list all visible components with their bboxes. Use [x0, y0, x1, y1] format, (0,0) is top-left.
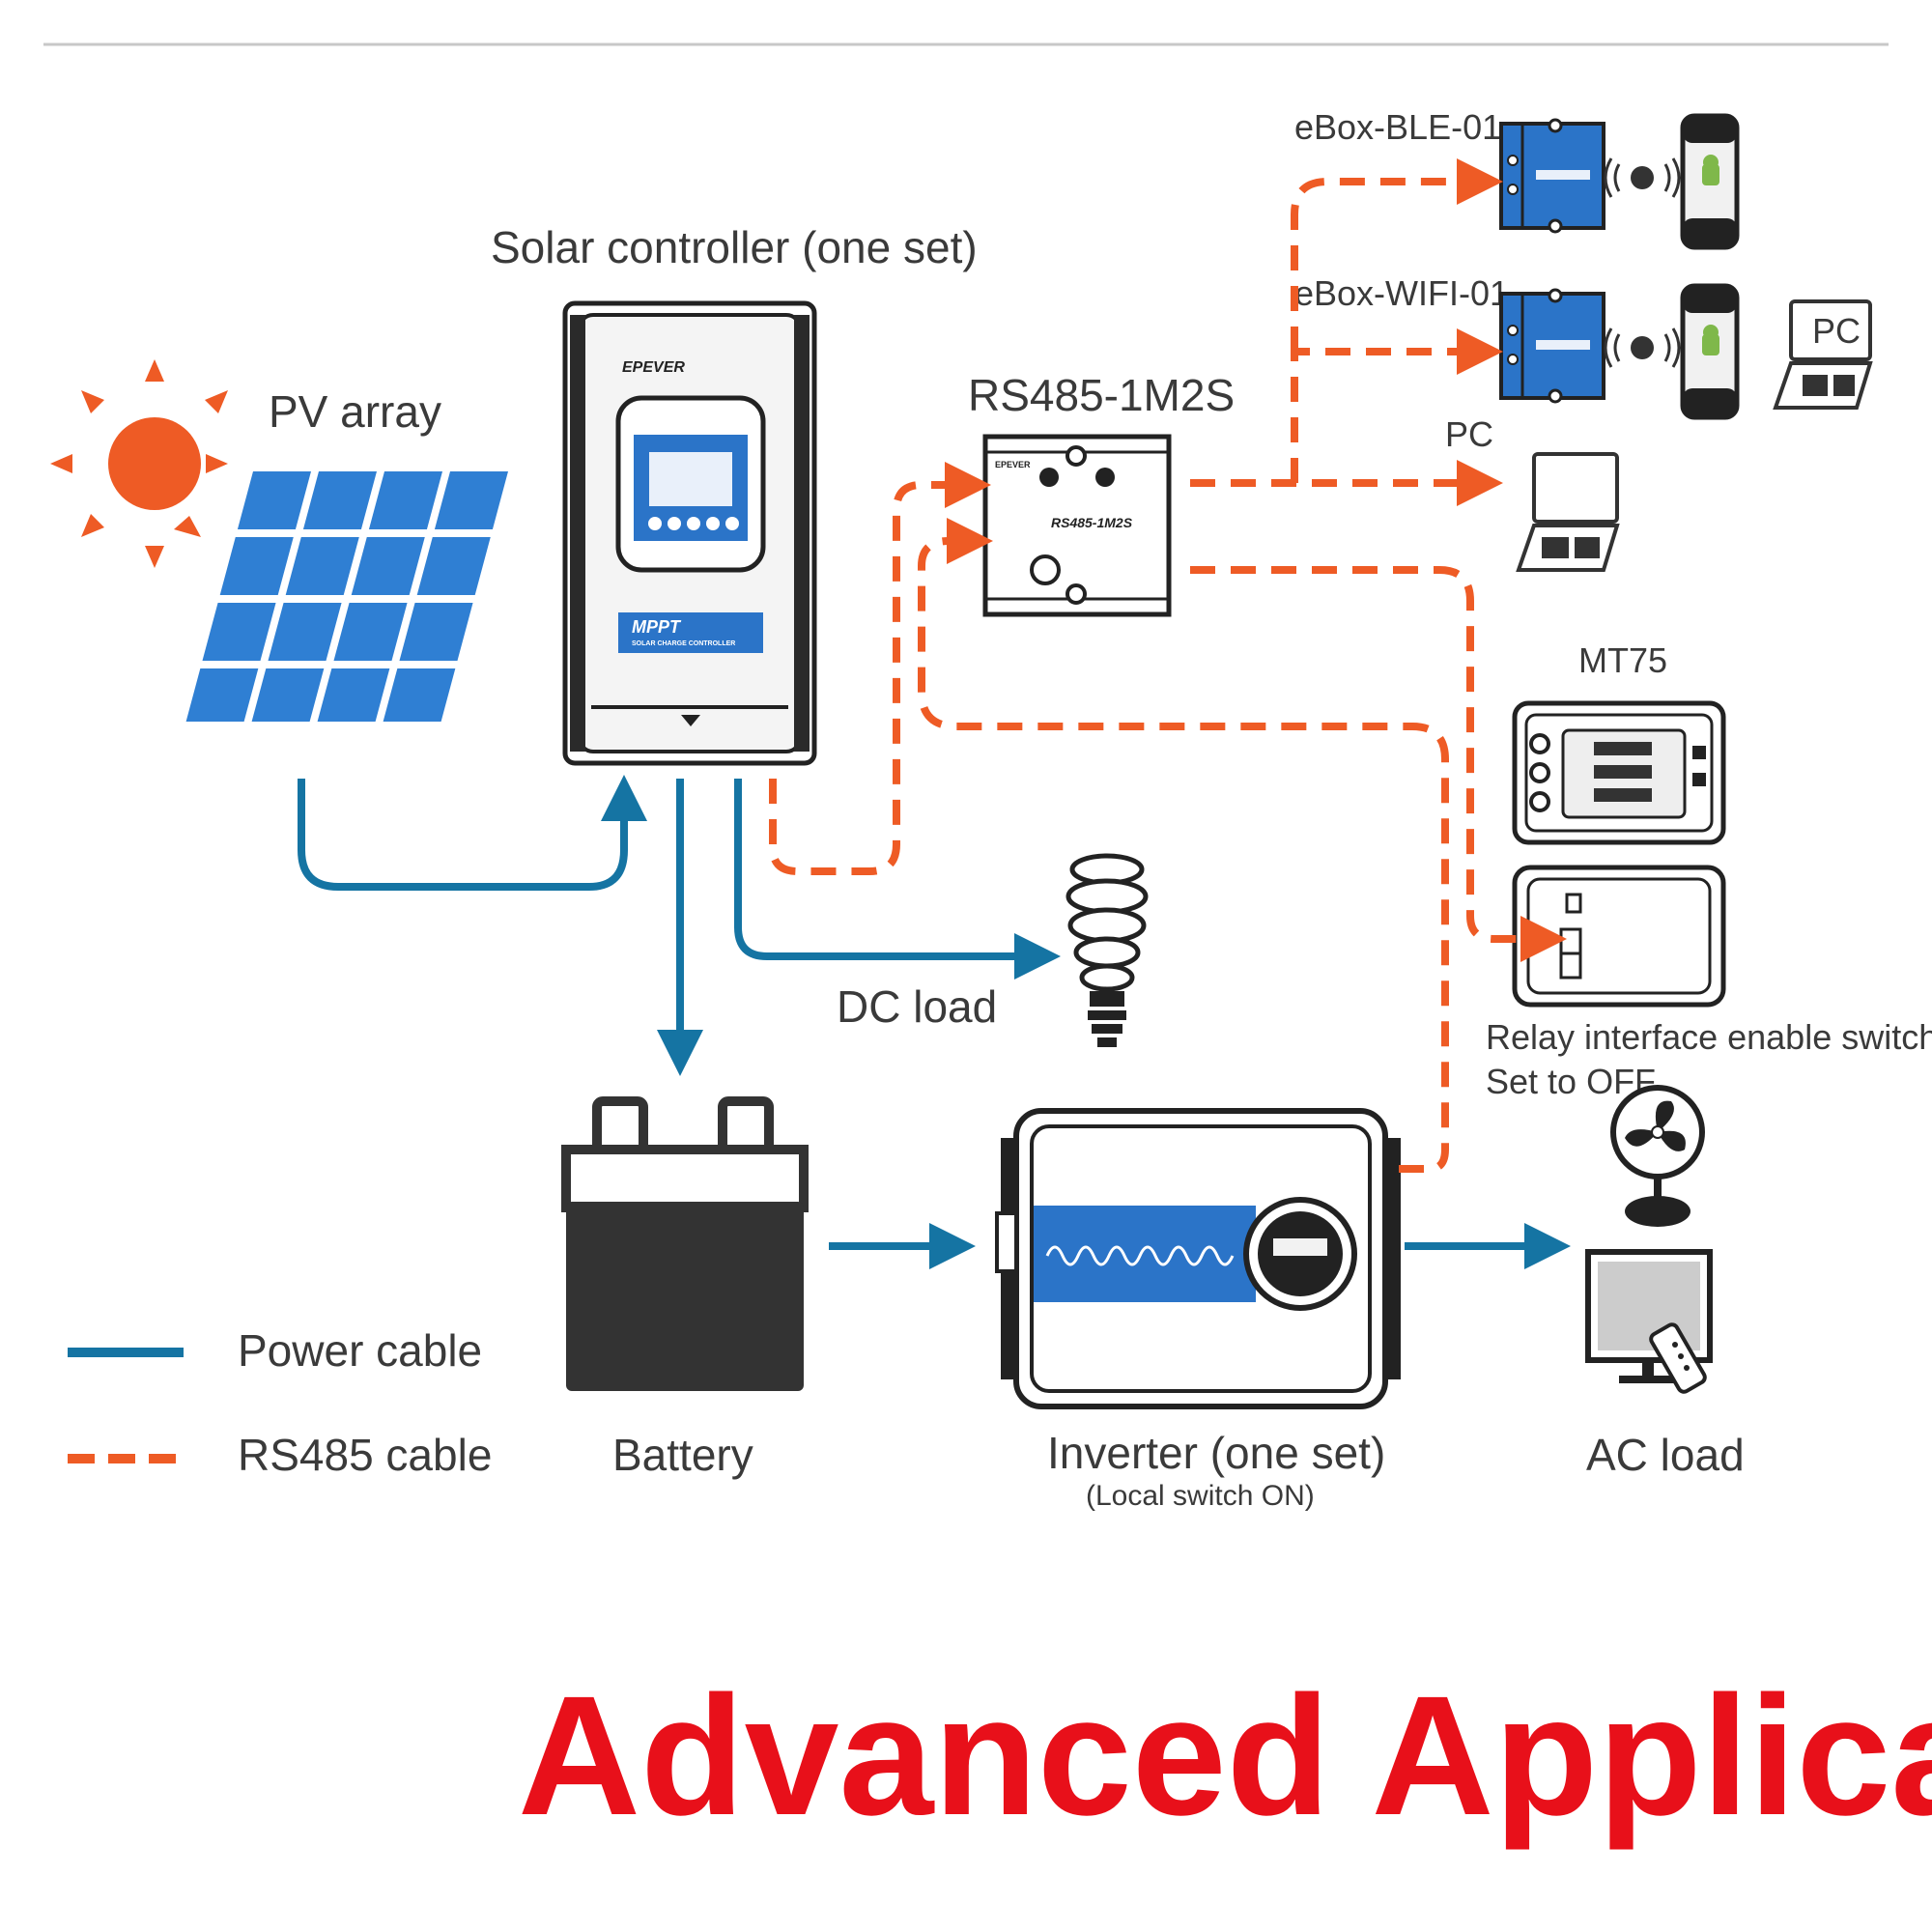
relay-switch-label-line1: Relay interface enable switch	[1486, 1017, 1932, 1057]
controller-brand: EPEVER	[622, 359, 685, 376]
rs485-module-name: RS485-1M2S	[1051, 515, 1133, 530]
smartphone-icon	[1680, 283, 1740, 420]
laptop-icon	[1773, 299, 1873, 410]
battery-icon	[561, 1096, 809, 1391]
sun-icon	[50, 359, 228, 568]
dc-load-label: DC load	[837, 981, 997, 1032]
rs485-module-label: RS485-1M2S	[968, 370, 1235, 420]
page-title: Advanced Application	[518, 1662, 1932, 1851]
rs485-cable-to-ebox-ble	[1291, 158, 1503, 352]
solar-panel-icon	[185, 471, 508, 722]
rs485-cables	[769, 158, 1567, 1173]
controller-mppt-text: MPPT	[632, 617, 682, 637]
power-cables	[298, 775, 1571, 1269]
power-cable-pv-to-controller	[298, 775, 647, 891]
relay-switch-label-line2: Set to OFF	[1486, 1062, 1656, 1101]
inverter-label: Inverter (one set)	[1047, 1428, 1385, 1478]
light-bulb-icon	[1065, 853, 1149, 1047]
ebox-wifi-device	[1499, 288, 1605, 404]
wifi-icon	[1604, 327, 1681, 368]
mt75-label: MT75	[1578, 640, 1667, 680]
rs485-cable-inverter-to-module	[918, 518, 1449, 1173]
controller-mppt-subtext: SOLAR CHARGE CONTROLLER	[632, 640, 735, 647]
solar-controller-label: Solar controller (one set)	[491, 222, 978, 272]
rs485-module-device: EPEVER RS485-1M2S	[982, 434, 1172, 617]
rs485-cable-controller-to-module	[769, 462, 991, 875]
ebox-wifi-label: eBox-WIFI-01	[1294, 273, 1509, 313]
pv-array-label: PV array	[269, 386, 441, 437]
fan-icon	[1610, 1085, 1705, 1227]
ac-load-label: AC load	[1586, 1430, 1745, 1480]
battery-label: Battery	[612, 1430, 753, 1480]
legend: Power cable RS485 cable	[68, 1325, 492, 1480]
relay-interface-panel	[1512, 865, 1726, 1008]
inverter-sublabel: (Local switch ON)	[1086, 1480, 1315, 1512]
rs485-module-brand: EPEVER	[995, 460, 1031, 469]
bluetooth-icon	[1604, 157, 1681, 198]
ebox-ble-label: eBox-BLE-01	[1294, 107, 1501, 147]
ebox-ble-device	[1499, 118, 1605, 234]
smartphone-icon	[1680, 113, 1740, 250]
inverter-device	[995, 1108, 1401, 1409]
solar-controller-device: EPEVER MPPT SOLAR CHARGE CONTROLLER	[562, 300, 817, 766]
rs485-cable-module-to-relay	[1190, 566, 1567, 962]
pc-label-top: PC	[1812, 311, 1861, 351]
remote-control-icon	[1649, 1322, 1707, 1394]
mt75-display-device	[1512, 700, 1726, 845]
legend-rs485-cable-label: RS485 cable	[238, 1430, 492, 1480]
laptop-icon	[1516, 452, 1620, 572]
power-cable-controller-to-dc-load	[734, 779, 1061, 980]
pc-label-mid: PC	[1445, 414, 1493, 454]
legend-power-cable-label: Power cable	[238, 1325, 482, 1376]
